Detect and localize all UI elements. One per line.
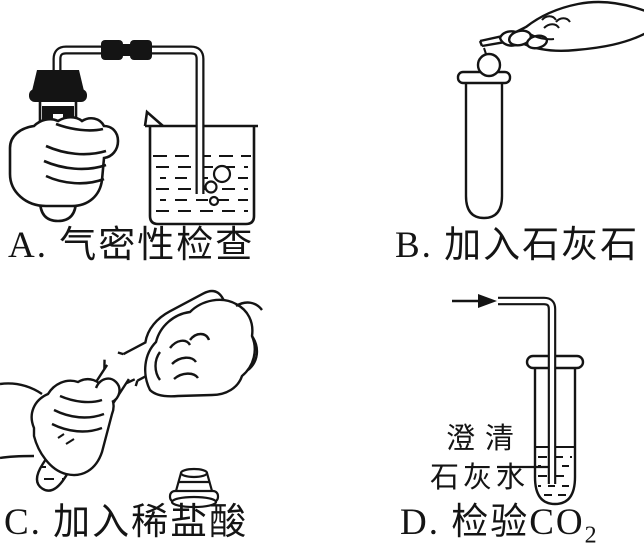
- panel-d-caption-subscript: 2: [584, 522, 597, 549]
- limewater-label-line1: 澄清: [446, 423, 525, 455]
- panel-d-caption-text: D. 检验CO: [400, 502, 585, 543]
- bubbles: [204, 164, 232, 207]
- rubber-stopper: [29, 70, 87, 122]
- left-arm: [0, 382, 43, 396]
- rubber-connector: [101, 40, 152, 60]
- limewater-label-line2: 石灰水: [430, 462, 530, 494]
- airtightness-check-diagram: [8, 40, 258, 226]
- test-tube: [525, 354, 585, 506]
- panel-c-caption: C. 加入稀盐酸: [4, 502, 249, 543]
- holding-hand: [8, 115, 120, 208]
- add-limestone-diagram: [456, 0, 644, 220]
- left-hand: [30, 377, 121, 477]
- delivery-tube: [498, 296, 557, 484]
- bottle-stopper: [168, 467, 220, 509]
- panel-a-caption: A. 气密性检查: [8, 225, 255, 266]
- panel-b-caption: B. 加入石灰石: [395, 225, 640, 266]
- limestone-lump: [476, 52, 502, 78]
- dropping-hand: [498, 0, 644, 52]
- test-tube: [456, 70, 512, 220]
- add-dilute-hydrochloric-acid-diagram: [0, 289, 263, 509]
- panel-d-caption: D. 检验CO2: [400, 502, 597, 549]
- test-co2-diagram: [452, 294, 585, 506]
- right-hand: [144, 298, 263, 398]
- arrow-right-icon: [452, 294, 497, 308]
